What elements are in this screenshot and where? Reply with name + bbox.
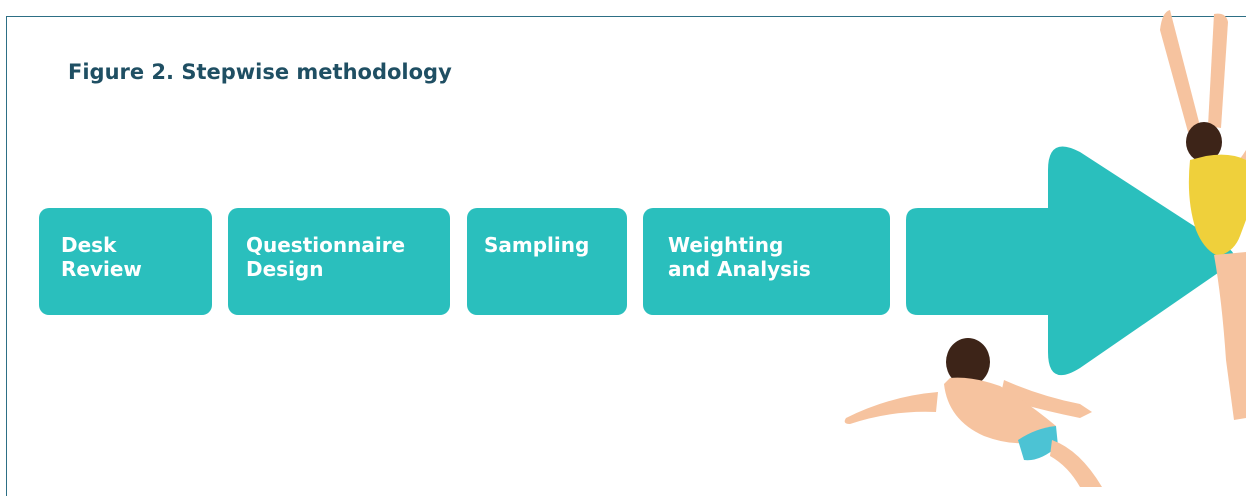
- step-label: Desk Review: [61, 233, 206, 281]
- step-label: Weighting and Analysis: [668, 233, 884, 281]
- step-label-line-2: Review: [61, 257, 142, 281]
- figure-title: Figure 2. Stepwise methodology: [68, 60, 452, 84]
- step-sampling: Sampling: [467, 208, 627, 315]
- step-label-line-1: Sampling: [484, 233, 590, 257]
- figure-frame: [6, 16, 1246, 496]
- step-label-line-1: Desk: [61, 233, 117, 257]
- step-label-line-1: Weighting: [668, 233, 784, 257]
- step-label-line-2: Design: [246, 257, 324, 281]
- diver-figure-icon: [1160, 10, 1246, 420]
- step-label-line-1: Questionnaire: [246, 233, 406, 257]
- step-label: Questionnaire Design: [246, 233, 444, 281]
- arrow-head-icon: [906, 146, 1234, 376]
- swimmer-figure-icon: [844, 338, 1102, 487]
- step-desk-review: Desk Review: [39, 208, 212, 315]
- step-questionnaire-design: Questionnaire Design: [228, 208, 450, 315]
- step-weighting-and-analysis: Weighting and Analysis: [643, 208, 890, 315]
- step-label: Sampling: [484, 233, 621, 257]
- step-label-line-2: and Analysis: [668, 257, 811, 281]
